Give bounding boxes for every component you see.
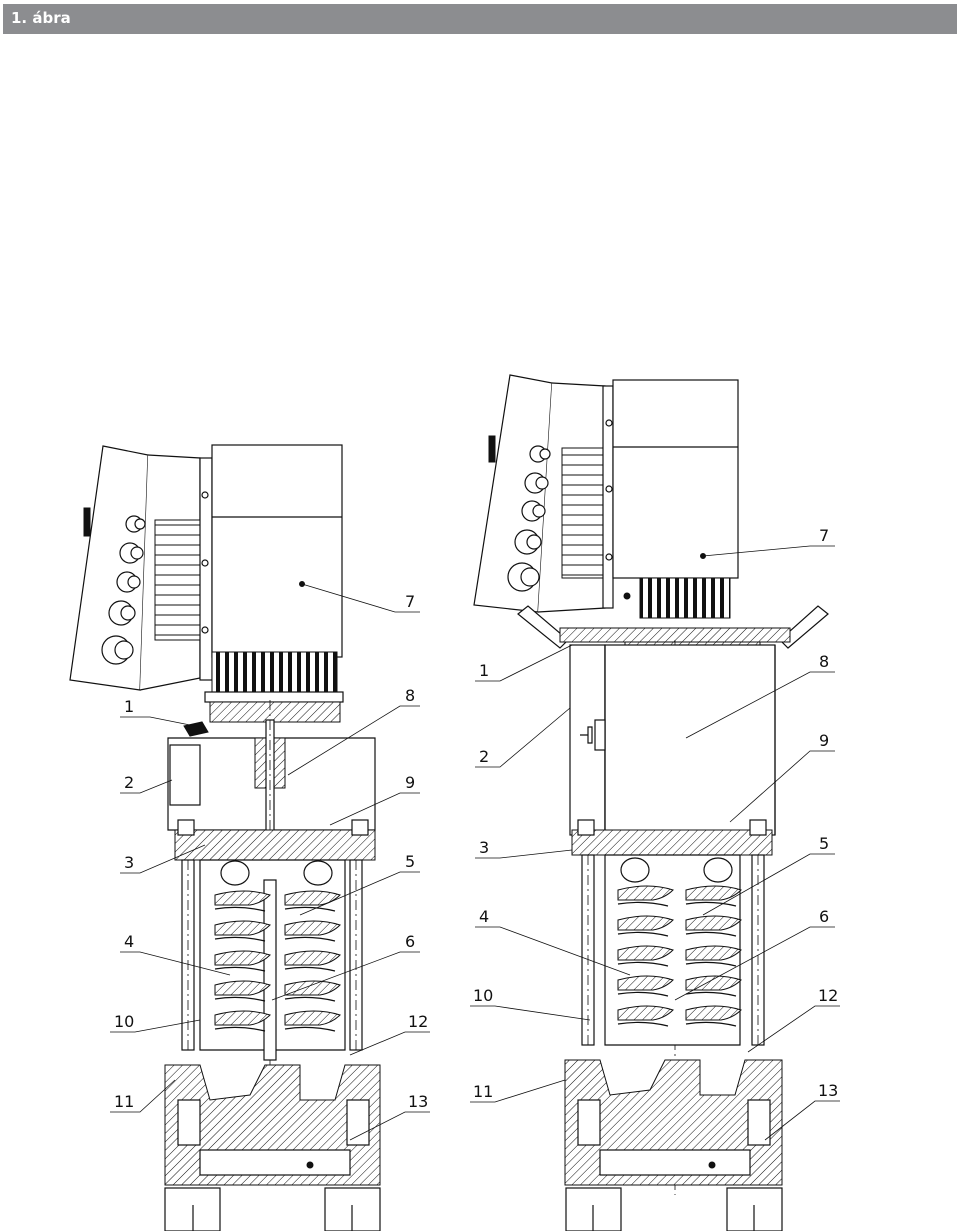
right-pump-base [564,1059,783,1231]
right-leader-lines [470,545,840,1141]
right-callout-labels: 1 2 3 4 10 11 7 8 9 5 6 12 13 [473,526,838,1101]
right-callout-1: 1 [479,661,489,680]
right-callout-12: 12 [818,986,838,1005]
left-callout-3: 3 [124,853,134,872]
left-callout-10: 10 [114,1012,134,1031]
left-callout-2: 2 [124,773,134,792]
left-pump [69,444,381,1231]
left-callout-13: 13 [408,1092,428,1111]
right-callout-5: 5 [819,834,829,853]
figure-title: 1. ábra [11,9,71,27]
left-motor [199,444,344,723]
right-callout-3: 3 [479,838,489,857]
right-callout-4: 4 [479,907,489,926]
right-top-flange [571,829,773,856]
left-top-flange [174,829,376,861]
right-callout-11: 11 [473,1082,493,1101]
left-callout-4: 4 [124,932,134,951]
left-callout-9: 9 [405,773,415,792]
left-callout-11: 11 [114,1092,134,1111]
right-callout-10: 10 [473,986,493,1005]
figure-header-bar: 1. ábra [3,4,957,34]
right-control-box [473,374,606,613]
right-motor [602,379,739,619]
right-callout-6: 6 [819,907,829,926]
right-callout-9: 9 [819,731,829,750]
left-callout-1: 1 [124,697,134,716]
left-callout-12: 12 [408,1012,428,1031]
right-callout-8: 8 [819,652,829,671]
left-callout-8: 8 [405,686,415,705]
left-pump-base [164,1064,381,1231]
right-callout-2: 2 [479,747,489,766]
left-hydraulic-stack [181,859,363,1061]
left-control-box [69,445,201,691]
left-callout-labels: 1 2 3 4 10 11 7 8 9 5 6 12 13 [114,592,428,1111]
right-callout-7: 7 [819,526,829,545]
left-callout-6: 6 [405,932,415,951]
right-pump [473,374,829,1231]
left-leader-lines [110,583,430,1141]
right-cable-glands [507,445,551,592]
left-callout-5: 5 [405,852,415,871]
right-hydraulic-stack [581,854,765,1046]
right-lantern [569,644,776,836]
left-cable-glands [101,515,146,665]
right-callout-13: 13 [818,1081,838,1100]
left-callout-7: 7 [405,592,415,611]
